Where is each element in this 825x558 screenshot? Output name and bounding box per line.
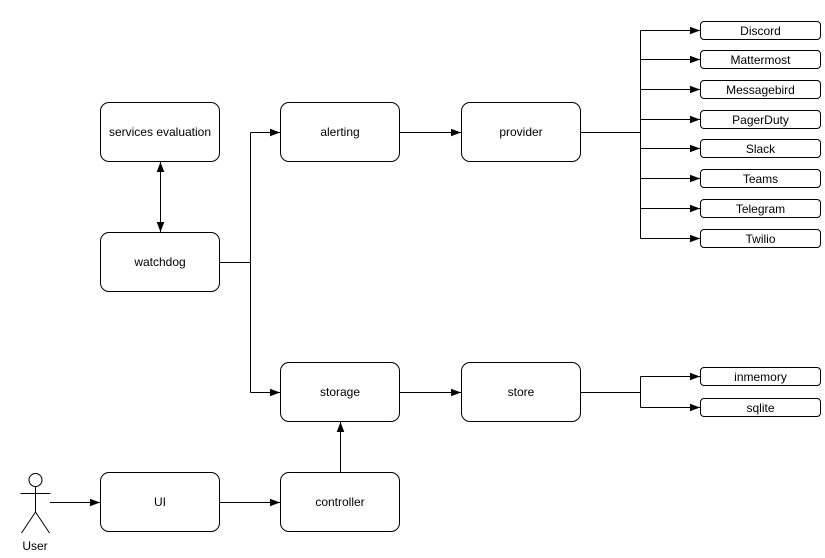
user-actor-label: User — [22, 539, 48, 553]
node-services-evaluation: services evaluation — [100, 102, 220, 162]
node-storage: storage — [280, 362, 400, 422]
node-pagerduty: PagerDuty — [700, 110, 821, 129]
edge-store-fanout-trunk — [581, 376, 641, 408]
user-actor-icon — [20, 473, 51, 534]
node-sqlite: sqlite — [700, 398, 821, 417]
node-watchdog: watchdog — [100, 232, 220, 292]
node-alerting: alerting — [280, 102, 400, 162]
edge-watchdog-junction — [220, 132, 251, 393]
node-provider: provider — [461, 102, 581, 162]
edge-provider-fanout-trunk — [581, 30, 641, 239]
node-twilio: Twilio — [700, 229, 821, 248]
node-mattermost: Mattermost — [700, 50, 821, 69]
node-telegram: Telegram — [700, 199, 821, 218]
node-messagebird: Messagebird — [700, 80, 821, 99]
node-teams: Teams — [700, 169, 821, 188]
node-discord: Discord — [700, 21, 821, 40]
node-inmemory: inmemory — [700, 367, 821, 386]
node-controller: controller — [280, 472, 400, 532]
node-store: store — [461, 362, 581, 422]
node-slack: Slack — [700, 139, 821, 158]
node-ui: UI — [100, 472, 220, 532]
